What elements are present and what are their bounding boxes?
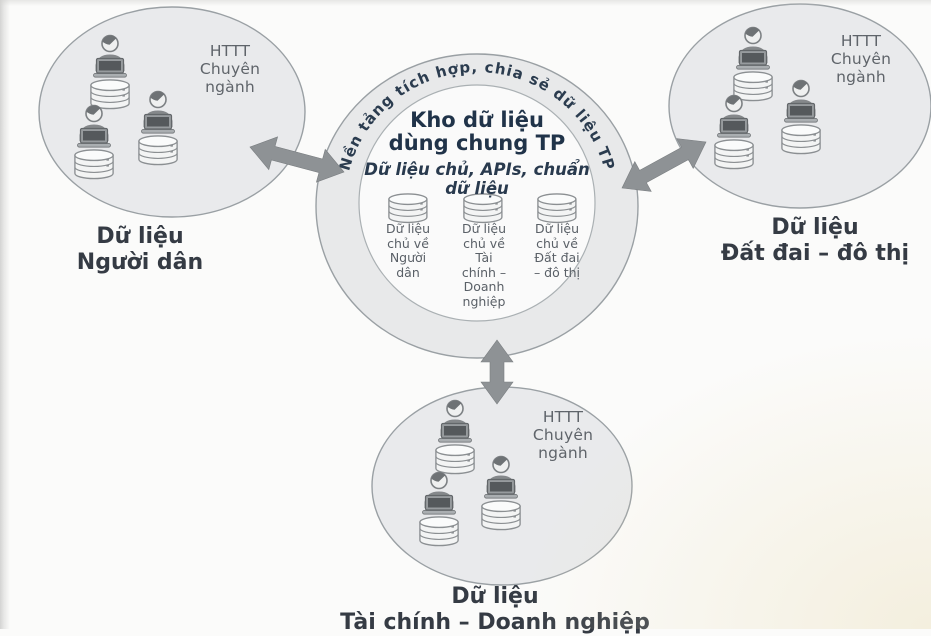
bottom-caption: Dữ liệu Tài chính – Doanh nghiệp	[340, 584, 650, 635]
master-database-icon	[388, 193, 428, 224]
arrow-bottom-icon	[480, 339, 514, 405]
master-database-icon	[463, 193, 503, 224]
master-db-label-land: Dữ liệu chủ về Đất đai – đô thị	[533, 221, 581, 280]
master-db-label-finance: Dữ liệu chủ về Tài chính – Doanh nghiệp	[461, 221, 507, 309]
left-ellipse	[38, 6, 306, 218]
right-system-label: HTTT Chuyên ngành	[830, 32, 892, 86]
left-system-label: HTTT Chuyên ngành	[199, 42, 261, 96]
arrow-right-icon	[621, 138, 707, 192]
hub-subtitle: Dữ liệu chủ, APIs, chuẩn dữ liệu	[364, 160, 590, 198]
right-caption: Dữ liệu Đất đai – đô thị	[720, 215, 910, 266]
left-caption: Dữ liệu Người dân	[76, 224, 204, 275]
hub-title: Kho dữ liệu dùng chung TP	[388, 108, 566, 155]
master-database-icon	[537, 193, 577, 224]
bottom-system-label: HTTT Chuyên ngành	[532, 408, 594, 462]
arrow-left-icon	[249, 136, 345, 183]
master-db-label-citizens: Dữ liệu chủ về Người dân	[385, 221, 431, 280]
